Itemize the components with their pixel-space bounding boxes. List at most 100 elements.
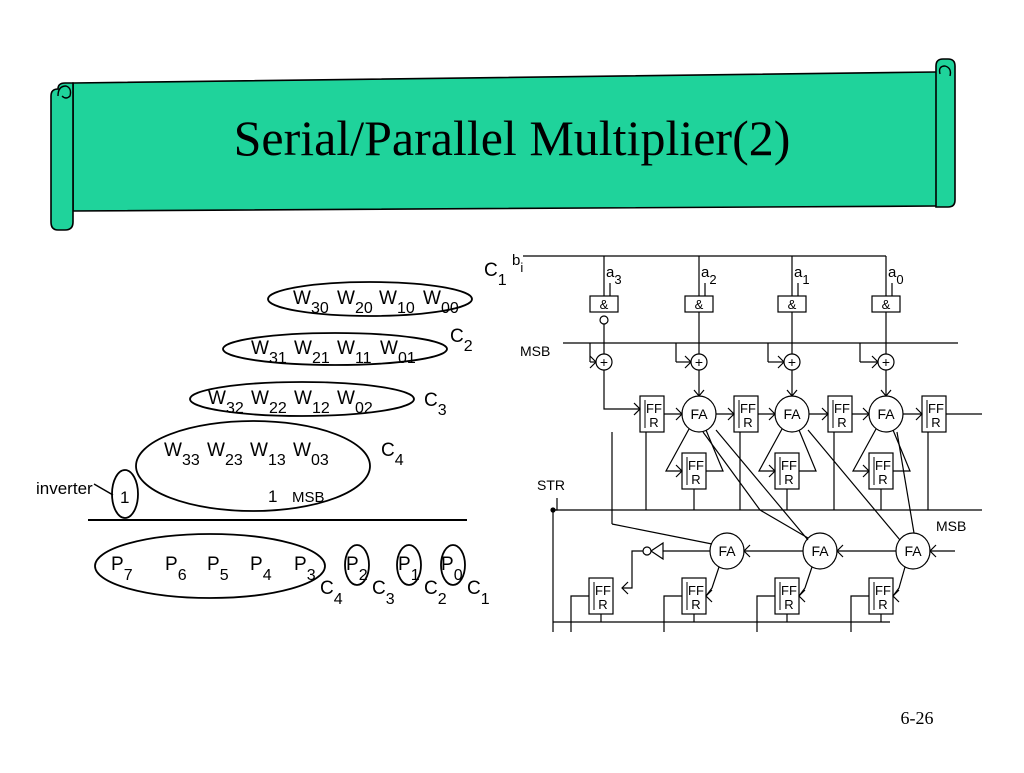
parallel-input-label: a2 (701, 264, 717, 287)
flip-flop-top: FFR (827, 395, 853, 433)
ff-box (827, 395, 853, 433)
row4-ellipse (135, 420, 371, 512)
product-bit: P6 (165, 554, 187, 584)
xor-label: + (788, 354, 796, 370)
diag-wire (759, 509, 809, 539)
carry-flip-flop: FFR (681, 452, 707, 490)
arrow-right (862, 407, 870, 421)
arrow-left (743, 544, 751, 558)
ff-input-arrow (633, 402, 641, 416)
diag-wire (896, 431, 915, 534)
fa-to-ff-bottom (705, 566, 720, 597)
ff-bottom-loop (570, 595, 589, 632)
full-adder-bottom: FA (895, 532, 931, 570)
partial-product-term: W30 (293, 288, 329, 317)
ff-label: FF (875, 583, 891, 598)
full-adder-bottom: FA (709, 532, 745, 570)
partial-product-term: W00 (423, 288, 459, 317)
partial-product-term: W13 (250, 440, 286, 469)
and-gate: & (777, 295, 807, 313)
ff-label: FF (781, 458, 797, 473)
flip-flop-top: FFR (921, 395, 947, 433)
carry-loop-left (851, 428, 877, 472)
msb-label-bottom: MSB (936, 518, 966, 534)
banner-right-curl (938, 65, 952, 77)
inverter-bubble (599, 315, 609, 325)
msb-label: MSB (520, 343, 550, 359)
ff-bottom-loop (850, 595, 869, 632)
ff-box (681, 577, 707, 615)
parallel-input-label: a1 (794, 264, 810, 287)
ff-bottom-arrow (705, 589, 713, 603)
xor-to-fa-arrow (693, 389, 705, 397)
product-bit: P7 (111, 554, 133, 584)
title-banner: Serial/Parallel Multiplier(2) (50, 58, 956, 231)
fa-to-ff-bottom (798, 566, 813, 597)
carry-flip-flop: FFR (868, 452, 894, 490)
partial-product-term: W10 (379, 288, 415, 317)
row4-msb-label: MSB (292, 489, 325, 506)
p2-ellipse (344, 544, 370, 586)
multiplier-circuit: biMSBSTRMSBa3&a2&a1&a0&++++FFRFFRFFRFFRF… (512, 252, 982, 632)
carry-flip-flop: FFR (774, 452, 800, 490)
ff-label: FF (834, 401, 850, 416)
diag-wire (611, 523, 713, 545)
ff-bottom-loop (663, 595, 682, 632)
arrow-right (768, 407, 776, 421)
ff-box (639, 395, 665, 433)
str-label: STR (537, 477, 565, 493)
ff-label: FF (595, 583, 611, 598)
p0-ellipse (440, 544, 466, 586)
arrow-left (836, 544, 844, 558)
inverter-triangle (649, 541, 664, 561)
partial-product-term: W11 (337, 338, 372, 367)
partial-product-term: W23 (207, 440, 243, 469)
and-gate: & (684, 295, 714, 313)
inverter-label: inverter (36, 479, 93, 498)
inverter-pointer (93, 483, 114, 496)
diag-wire (715, 429, 809, 541)
carry-loop-left (757, 428, 783, 472)
inverter-to-ff (622, 550, 643, 589)
flip-flop-top: FFR (733, 395, 759, 433)
ff-reset-label: R (598, 597, 607, 612)
flip-flop-top: FFR (639, 395, 665, 433)
carry-loop-right (798, 429, 817, 472)
xor-label: + (882, 354, 890, 370)
xor-to-fa-arrow (880, 389, 892, 397)
carry-loop-arrow (768, 464, 776, 478)
fa-label: FA (783, 406, 801, 422)
product-carry-label: C2 (424, 578, 447, 608)
and-label: & (600, 297, 609, 312)
partial-product-term: W20 (337, 288, 373, 317)
product-bit: P4 (250, 554, 272, 584)
row-carry-label: C1 (484, 260, 507, 289)
fa-label: FA (690, 406, 708, 422)
product-carry-label: C4 (320, 578, 343, 608)
fa-label: FA (718, 543, 736, 559)
ff-label: FF (875, 458, 891, 473)
banner-right-roll (935, 58, 956, 208)
xor-label: + (695, 354, 703, 370)
fa-label: FA (811, 543, 829, 559)
ff-label: FF (781, 583, 797, 598)
full-adder-top: FA (868, 395, 904, 433)
product-bit: P0 (441, 554, 463, 584)
xor-gate: + (595, 353, 613, 371)
and-gate: & (589, 295, 619, 313)
full-adder-top: FA (774, 395, 810, 433)
junction-dot (550, 507, 556, 513)
flip-flop-bottom: FFR (774, 577, 800, 615)
ff-reset-label: R (691, 597, 700, 612)
fa-to-ff-bottom (892, 566, 906, 597)
ff-reset-label: R (878, 597, 887, 612)
row-carry-label: C4 (381, 440, 404, 469)
arrow-left (621, 581, 629, 595)
carry-loop-left (664, 428, 690, 472)
xor-label: + (600, 354, 608, 370)
carry-loop-right (892, 429, 911, 472)
page-number: 6-26 (901, 708, 934, 728)
